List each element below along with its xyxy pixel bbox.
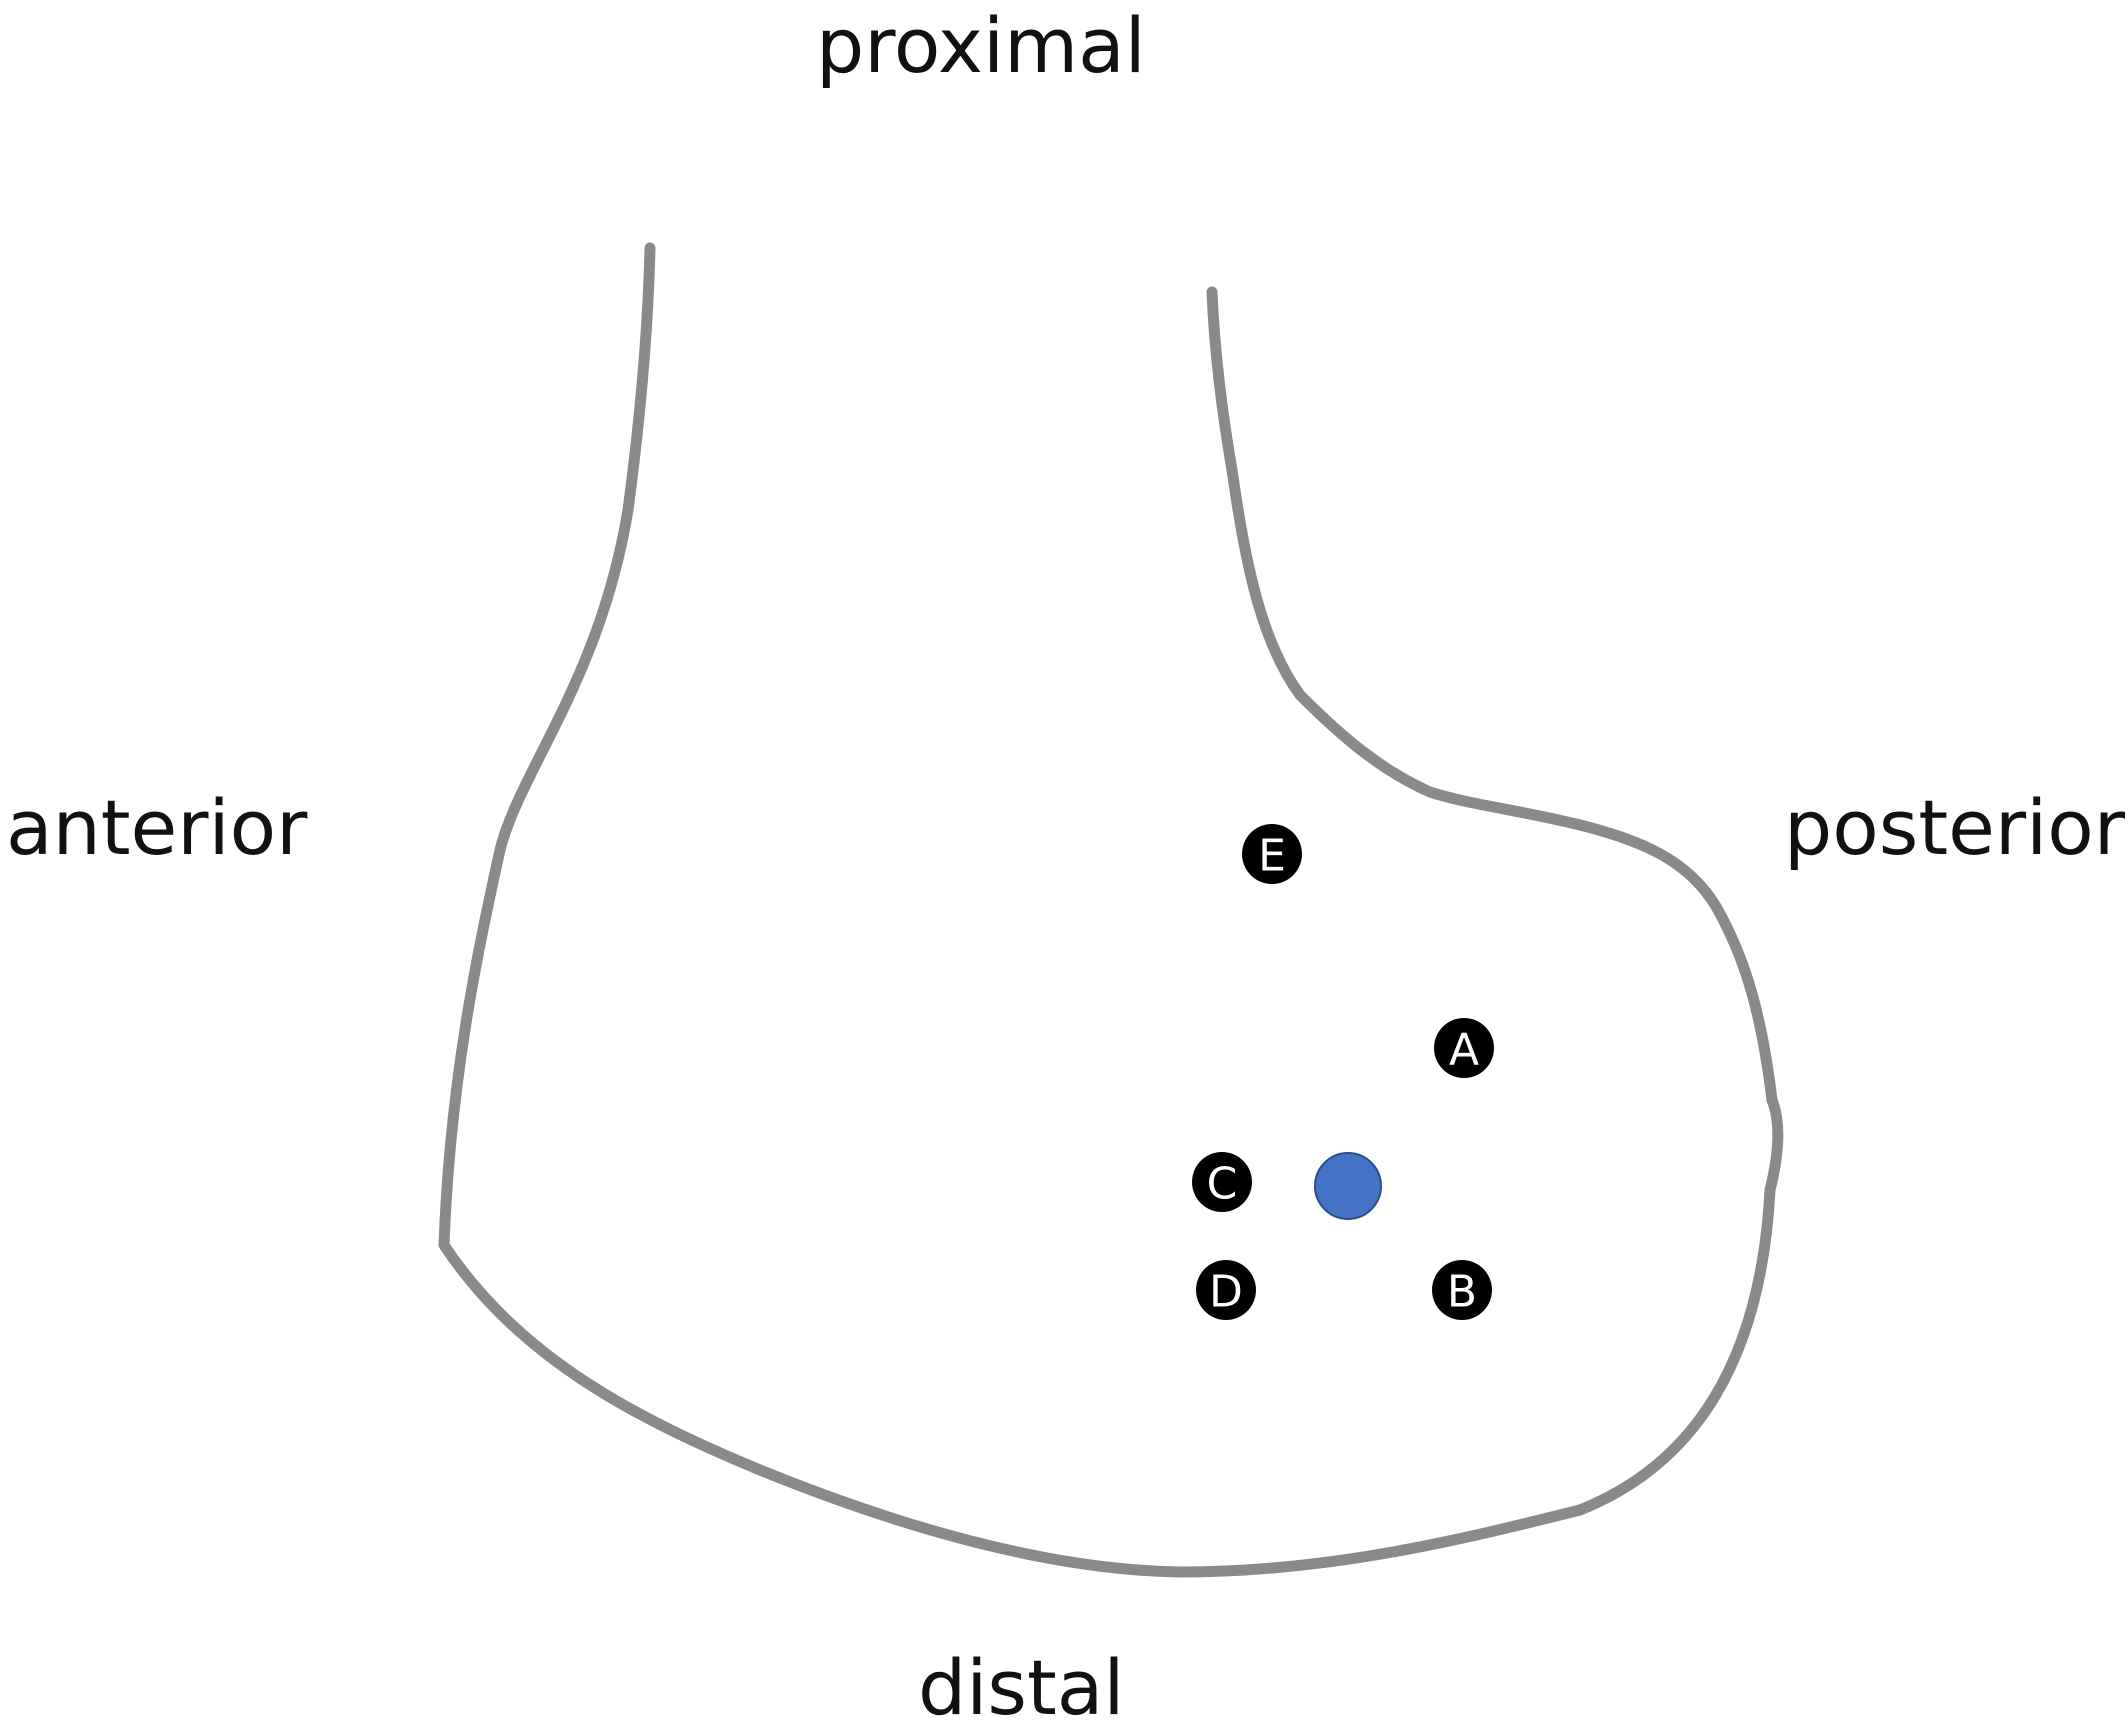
marker-e: E [1242, 824, 1302, 884]
bone-outline [438, 242, 1784, 1578]
marker-a: A [1434, 1018, 1494, 1078]
marker-a-letter: A [1449, 1025, 1479, 1076]
marker-a-dot [1434, 1018, 1494, 1078]
marker-b-letter: B [1447, 1267, 1477, 1318]
center-point [1314, 1152, 1382, 1220]
label-proximal: proximal [816, 1, 1146, 90]
label-distal: distal [918, 1643, 1125, 1732]
marker-d-dot [1196, 1260, 1256, 1320]
marker-c: C [1192, 1152, 1252, 1212]
marker-c-dot [1192, 1152, 1252, 1212]
marker-d: D [1196, 1260, 1256, 1320]
marker-d-letter: D [1209, 1267, 1243, 1318]
marker-b: B [1432, 1260, 1492, 1320]
marker-e-letter: E [1258, 831, 1286, 882]
marker-e-dot [1242, 824, 1302, 884]
label-posterior: posterior [1784, 783, 2125, 872]
marker-b-dot [1432, 1260, 1492, 1320]
label-anterior: anterior [6, 783, 308, 872]
marker-c-letter: C [1207, 1159, 1238, 1210]
